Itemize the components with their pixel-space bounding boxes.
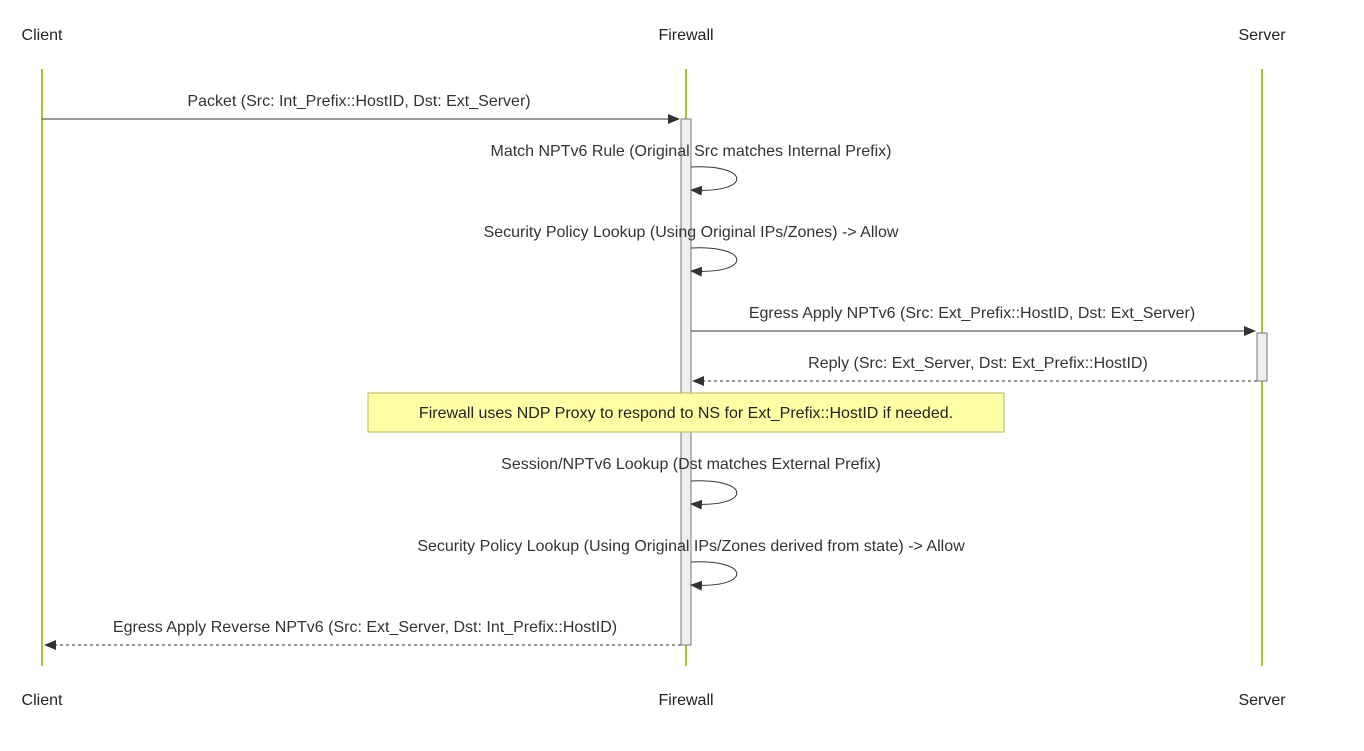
security-policy-lookup-1-arrow	[690, 247, 737, 277]
egress-apply-nptv6-label: Egress Apply NPTv6 (Src: Ext_Prefix::Hos…	[749, 305, 1195, 322]
ndp-proxy-note	[367, 392, 1005, 433]
security-policy-lookup-1-label: Security Policy Lookup (Using Original I…	[484, 224, 899, 241]
server-activation-bar	[1256, 332, 1268, 382]
session-nptv6-lookup-label: Session/NPTv6 Lookup (Dst matches Extern…	[501, 456, 881, 473]
participant-client-top: Client	[22, 27, 63, 44]
match-nptv6-rule-label: Match NPTv6 Rule (Original Src matches I…	[490, 143, 891, 160]
participant-server-top: Server	[1238, 27, 1286, 44]
security-policy-lookup-2-arrow	[690, 561, 737, 591]
packet-message-label: Packet (Src: Int_Prefix::HostID, Dst: Ex…	[187, 93, 530, 110]
session-nptv6-lookup-arrow	[690, 480, 737, 510]
egress-apply-reverse-nptv6-label: Egress Apply Reverse NPTv6 (Src: Ext_Ser…	[113, 619, 617, 636]
ndp-proxy-note-text: Firewall uses NDP Proxy to respond to NS…	[419, 405, 953, 422]
participant-firewall-top: Firewall	[658, 27, 713, 44]
match-nptv6-rule-arrow	[690, 166, 737, 196]
reply-message-label: Reply (Src: Ext_Server, Dst: Ext_Prefix:…	[808, 355, 1148, 372]
participant-server-bottom: Server	[1238, 692, 1286, 709]
security-policy-lookup-2-label: Security Policy Lookup (Using Original I…	[417, 538, 965, 555]
participant-client-bottom: Client	[22, 692, 63, 709]
participant-firewall-bottom: Firewall	[658, 692, 713, 709]
firewall-activation-bar	[680, 118, 692, 646]
